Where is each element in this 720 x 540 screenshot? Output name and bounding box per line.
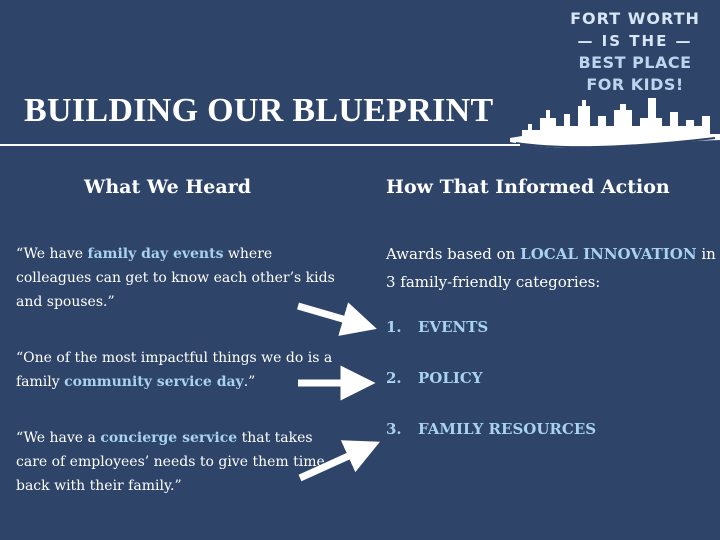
quote-text: “We have <box>16 246 88 262</box>
logo-line-1: FORT WORTH <box>570 9 700 28</box>
quote-text: “One of the most impactful things we do … <box>16 350 333 390</box>
quote-concierge-service: “We have a concierge service that takes … <box>16 426 346 498</box>
city-skyline-icon <box>510 98 720 149</box>
quote-highlight: community service day <box>64 374 244 390</box>
right-column-heading: How That Informed Action <box>386 176 670 198</box>
arrow-icon <box>297 302 377 336</box>
title-divider <box>0 144 520 146</box>
awards-text: Awards based on <box>386 245 521 263</box>
quote-community-service-day: “One of the most impactful things we do … <box>16 346 346 394</box>
category-policy: 2. POLICY <box>386 369 483 387</box>
category-label: POLICY <box>418 369 483 387</box>
slide-title: BUILDING OUR BLUEPRINT <box>24 92 494 129</box>
quote-text: where colleagues can get to know each ot… <box>16 246 335 310</box>
logo-line-2: — IS THE — <box>577 32 693 50</box>
quote-highlight: family day events <box>87 246 224 262</box>
quote-family-day-events: “We have family day events where colleag… <box>16 242 346 314</box>
quote-highlight: concierge service <box>100 430 238 446</box>
awards-intro: Awards based on LOCAL INNOVATION in 3 fa… <box>386 240 716 296</box>
left-column-heading: What We Heard <box>84 176 251 198</box>
quote-text: that takes care of employees’ needs to g… <box>16 430 325 494</box>
logo-line-3: BEST PLACE <box>578 53 692 72</box>
awards-text: in 3 family-friendly categories: <box>386 245 716 291</box>
fort-worth-logo: FORT WORTH — IS THE — BEST PLACE FOR KID… <box>560 8 710 96</box>
awards-highlight: LOCAL INNOVATION <box>520 245 697 263</box>
quote-text: .” <box>243 374 256 390</box>
category-label: EVENTS <box>418 318 489 336</box>
category-number: 3. <box>386 420 402 438</box>
category-events: 1. EVENTS <box>386 318 488 336</box>
category-number: 2. <box>386 369 402 387</box>
category-family-resources: 3. FAMILY RESOURCES <box>386 420 596 438</box>
category-label: FAMILY RESOURCES <box>418 420 597 438</box>
category-number: 1. <box>386 318 402 336</box>
quote-text: “We have a <box>16 430 101 446</box>
logo-line-4: FOR KIDS! <box>586 75 684 94</box>
arrow-icon <box>298 440 380 482</box>
